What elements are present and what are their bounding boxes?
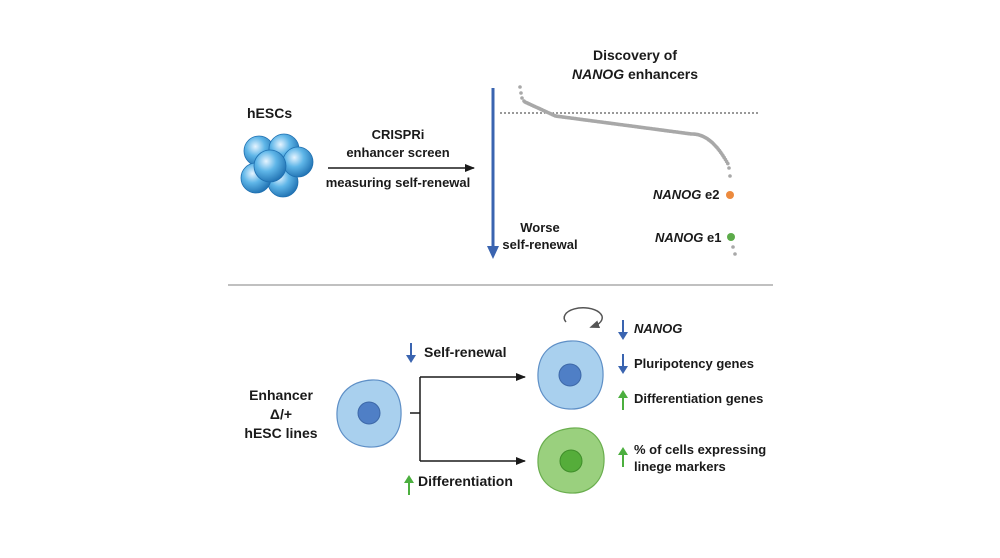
differentiated-cell: [537, 427, 605, 494]
hit-e2-label: NANOG e2: [653, 186, 719, 204]
self-renewal-label: Self-renewal: [424, 344, 507, 360]
hesc-cluster-icon: [240, 133, 314, 198]
screen-label-line1: CRISPRi: [371, 127, 425, 142]
worse-self-renewal-axis: [487, 88, 499, 259]
enhancer-label-line2: Δ/+: [269, 406, 293, 422]
worse-label-line2: self-renewal: [502, 237, 578, 252]
discovery-title-line2: NANOG enhancers: [545, 65, 725, 84]
up-arrow-icon: [404, 475, 414, 495]
hit-e1-dot: [727, 233, 735, 241]
discovery-gene: NANOG: [571, 66, 625, 82]
hit-e1-suffix: e1: [707, 230, 722, 245]
hescs-label: hESCs: [247, 105, 293, 121]
branch-arrows: [410, 373, 526, 465]
down-arrow-icon: [406, 343, 416, 363]
differentiation-label: Differentiation: [418, 473, 513, 489]
discovery-title-line1: Discovery of: [592, 47, 678, 63]
down-arrow-icon: [618, 354, 628, 374]
screen-label-line3: measuring self-renewal: [325, 175, 471, 190]
self-renewing-cell: [537, 340, 604, 410]
rank-curve: [518, 85, 737, 256]
hit-e1-gene: NANOG: [655, 230, 704, 245]
self-renewal-cycle-icon: [563, 307, 603, 329]
hit-e1-label: NANOG e1: [655, 229, 721, 247]
up-arrow-icon: [618, 390, 628, 410]
rank-point: [519, 91, 523, 95]
hit-e2-suffix: e2: [705, 187, 720, 202]
pluripotency-effect-label: Pluripotency genes: [634, 356, 754, 371]
rank-point: [518, 85, 522, 89]
rank-point: [726, 161, 730, 166]
enhancer-label-line3: hESC lines: [244, 425, 318, 441]
down-arrow-icon: [618, 320, 628, 340]
worse-label-line1: Worse: [520, 220, 560, 235]
rank-point: [731, 245, 735, 249]
enhancer-label-line1: Enhancer: [249, 387, 313, 403]
discovery-suffix: enhancers: [627, 66, 699, 82]
rank-point: [733, 252, 737, 256]
nanog-effect-label: NANOG: [634, 321, 683, 336]
hesc-line-cell: [336, 379, 402, 448]
hit-e2-dot: [726, 191, 734, 199]
rank-point: [728, 174, 732, 178]
lineage-markers-line1: % of cells expressing: [634, 442, 767, 457]
screen-label-line2: enhancer screen: [346, 145, 450, 160]
up-arrow-icon: [618, 447, 628, 467]
lineage-markers-line2: linege markers: [634, 459, 726, 474]
hit-e2-gene: NANOG: [653, 187, 702, 202]
rank-point: [727, 166, 731, 170]
differentiation-genes-effect-label: Differentiation genes: [634, 391, 764, 406]
rank-point: [520, 96, 524, 100]
